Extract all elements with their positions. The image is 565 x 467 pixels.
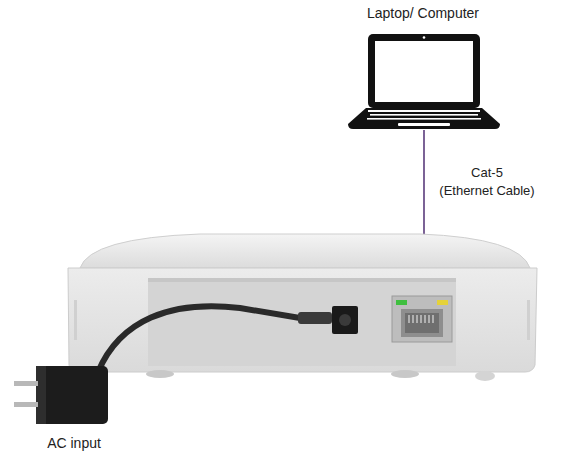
device-label: Laptop/ Computer (367, 4, 479, 23)
cable-label: Cat-5 (Ethernet Cable) (439, 164, 534, 199)
laptop-icon (348, 34, 500, 129)
power-label: AC input (47, 434, 101, 453)
power-adapter (14, 306, 332, 424)
router-device (68, 234, 537, 381)
